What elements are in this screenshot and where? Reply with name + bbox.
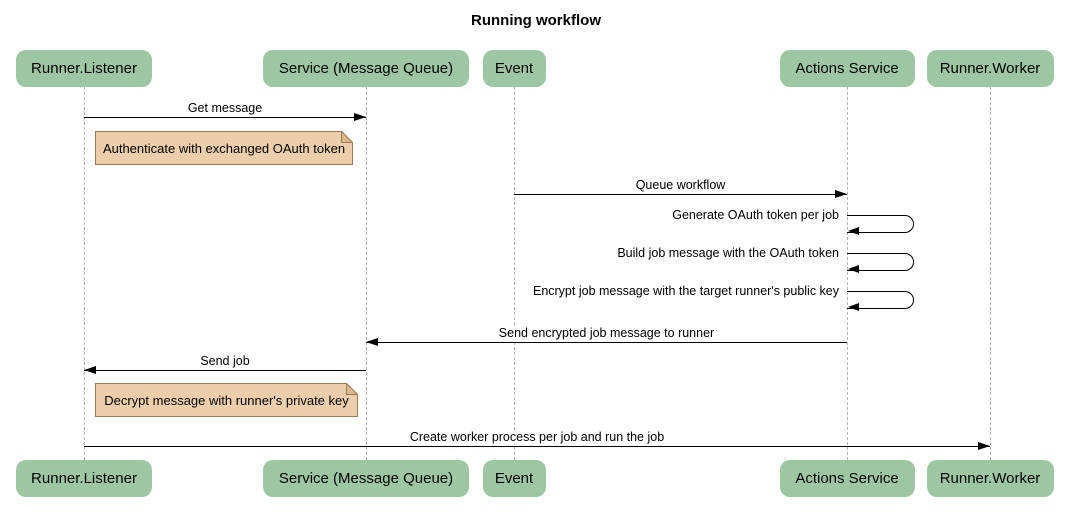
arrowhead-icon — [848, 303, 859, 311]
diagram-title: Running workflow — [471, 12, 601, 29]
message-line-0 — [84, 117, 366, 119]
arrowhead-icon — [835, 190, 847, 198]
message-label: Send encrypted job message to runner — [494, 326, 719, 340]
participant-top-event: Event — [482, 50, 546, 87]
participant-bottom-runner-worker: Runner.Worker — [926, 460, 1054, 497]
message-label: Send job — [196, 354, 254, 368]
self-loop — [847, 253, 914, 271]
participant-bottom-actions-service: Actions Service — [779, 460, 915, 497]
message-line-9 — [84, 446, 990, 448]
lifeline-actions-service — [846, 87, 848, 460]
self-message-label: Build job message with the OAuth token — [613, 246, 843, 260]
lifeline-service-message-queue — [365, 87, 367, 460]
note-shape — [95, 383, 358, 417]
message-label: Queue workflow — [631, 178, 730, 192]
participant-top-service-message-queue: Service (Message Queue) — [263, 50, 469, 87]
note-text: Decrypt message with runner's private ke… — [104, 392, 349, 408]
message-label: Create worker process per job and run th… — [405, 430, 669, 444]
self-loop — [847, 215, 914, 233]
note-shape — [95, 131, 353, 165]
note-text: Authenticate with exchanged OAuth token — [102, 140, 346, 156]
participant-bottom-event: Event — [482, 460, 546, 497]
message-line-7 — [84, 370, 366, 372]
self-loop — [847, 291, 914, 309]
participant-top-runner-listener: Runner.Listener — [16, 50, 152, 87]
self-message-label: Encrypt job message with the target runn… — [528, 284, 843, 298]
lifeline-event — [513, 87, 515, 460]
participant-bottom-runner-listener: Runner.Listener — [16, 460, 152, 497]
arrowhead-icon — [848, 265, 859, 273]
lifeline-runner-listener — [83, 87, 85, 460]
self-message-label: Generate OAuth token per job — [668, 208, 843, 222]
arrowhead-icon — [978, 442, 990, 450]
arrowhead-icon — [84, 366, 96, 374]
note: Authenticate with exchanged OAuth token — [95, 131, 353, 165]
arrowhead-icon — [366, 338, 378, 346]
note: Decrypt message with runner's private ke… — [95, 383, 358, 417]
arrowhead-icon — [354, 113, 366, 121]
participant-top-actions-service: Actions Service — [779, 50, 915, 87]
participant-top-runner-worker: Runner.Worker — [926, 50, 1054, 87]
message-line-6 — [366, 342, 847, 344]
message-line-2 — [514, 194, 847, 196]
participant-bottom-service-message-queue: Service (Message Queue) — [263, 460, 469, 497]
lifeline-runner-worker — [989, 87, 991, 460]
arrowhead-icon — [848, 227, 859, 235]
message-label: Get message — [183, 101, 267, 115]
